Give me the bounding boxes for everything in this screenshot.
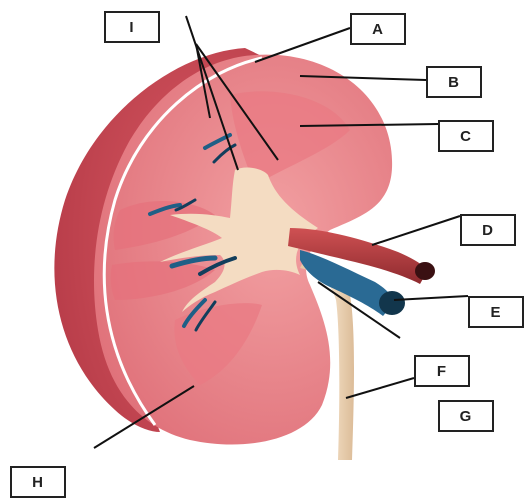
label-B: B — [426, 66, 482, 98]
leader-line-A — [255, 28, 350, 62]
renal-vein-lumen — [379, 291, 405, 315]
label-G: G — [438, 400, 494, 432]
label-D: D — [460, 214, 516, 246]
label-I: I — [104, 11, 160, 43]
label-C: C — [438, 120, 494, 152]
label-A: A — [350, 13, 406, 45]
label-E: E — [468, 296, 524, 328]
leader-line-D — [372, 216, 460, 245]
leader-line-E — [394, 296, 468, 300]
label-F: F — [414, 355, 470, 387]
label-H: H — [10, 466, 66, 498]
leader-line-G — [346, 378, 414, 398]
renal-artery-lumen — [415, 262, 435, 280]
